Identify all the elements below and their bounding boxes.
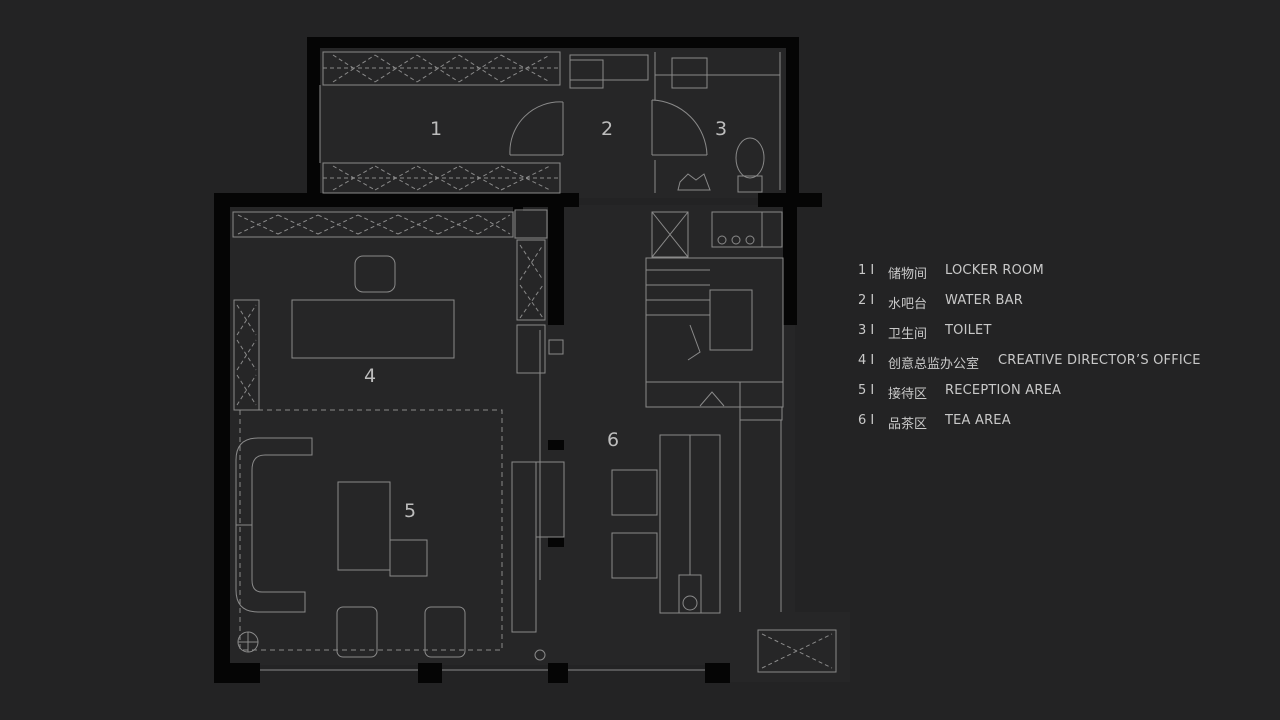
legend-cn-label: 储物间 (888, 267, 928, 282)
room-number-4: 4 (364, 365, 376, 387)
fixtures (232, 51, 837, 673)
legend-cn-label: 接待区 (888, 387, 928, 402)
legend-en-label: TOILET (945, 323, 992, 338)
legend-en-label: WATER BAR (945, 293, 1023, 308)
legend-number: 6 (858, 413, 867, 428)
legend-item: 3 I 卫生间 TOILET (858, 323, 1201, 353)
legend-number: 3 (858, 323, 867, 338)
legend-separator: I (870, 413, 875, 428)
room-number-2: 2 (601, 118, 613, 140)
legend-item: 4 I 创意总监办公室 CREATIVE DIRECTOR’S OFFICE (858, 353, 1201, 383)
room-number-6: 6 (607, 429, 619, 451)
legend-item: 2 I 水吧台 WATER BAR (858, 293, 1201, 323)
legend-number: 2 (858, 293, 867, 308)
room-legend: 1 I 储物间 LOCKER ROOM 2 I 水吧台 WATER BAR 3 … (858, 263, 1201, 443)
legend-en-label: CREATIVE DIRECTOR’S OFFICE (998, 353, 1201, 368)
legend-number: 4 (858, 353, 867, 368)
legend-cn-label: 水吧台 (888, 297, 928, 312)
legend-number: 1 (858, 263, 867, 278)
legend-cn-label: 品茶区 (888, 417, 928, 432)
legend-cn-label: 卫生间 (888, 327, 928, 342)
room-number-3: 3 (715, 118, 727, 140)
walls (214, 37, 822, 683)
legend-item: 5 I 接待区 RECEPTION AREA (858, 383, 1201, 413)
legend-en-label: TEA AREA (945, 413, 1011, 428)
legend-en-label: RECEPTION AREA (945, 383, 1062, 398)
legend-separator: I (870, 293, 875, 308)
room-number-5: 5 (404, 500, 416, 522)
legend-cn-label: 创意总监办公室 (888, 357, 980, 372)
legend-en-label: LOCKER ROOM (945, 263, 1044, 278)
room-number-1: 1 (430, 118, 442, 140)
legend-item: 6 I 品茶区 TEA AREA (858, 413, 1201, 443)
legend-number: 5 (858, 383, 867, 398)
legend-separator: I (870, 353, 875, 368)
legend-separator: I (870, 323, 875, 338)
legend-separator: I (870, 263, 875, 278)
legend-separator: I (870, 383, 875, 398)
legend-item: 1 I 储物间 LOCKER ROOM (858, 263, 1201, 293)
room-labels: 1 2 3 4 5 6 (364, 118, 727, 522)
